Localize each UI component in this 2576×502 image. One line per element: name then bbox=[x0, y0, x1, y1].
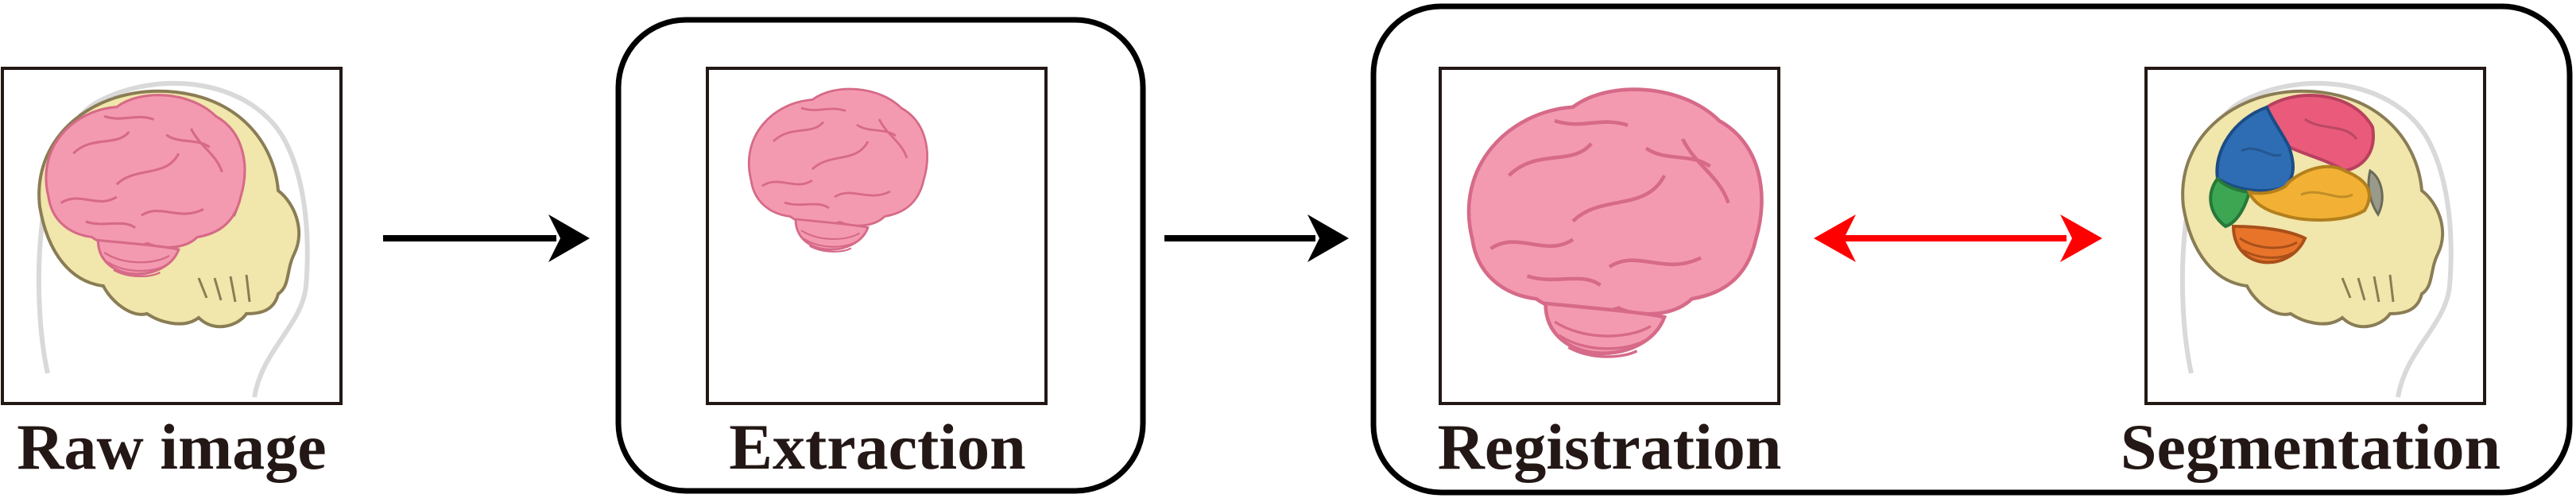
registration-label: Registration bbox=[1438, 411, 1782, 483]
arrow-right-icon bbox=[383, 214, 590, 262]
segmented-brain-icon bbox=[2209, 94, 2375, 265]
double-arrow-icon bbox=[1814, 214, 2102, 262]
raw-image-label: Raw image bbox=[17, 411, 326, 483]
raw-image-panel bbox=[1, 67, 343, 405]
registration-segmentation-panel bbox=[1370, 3, 2573, 496]
extraction-panel bbox=[615, 17, 1146, 494]
arrow-right-icon bbox=[1164, 214, 1349, 262]
segmentation-label: Segmentation bbox=[2121, 411, 2500, 483]
extraction-label: Extraction bbox=[729, 411, 1025, 483]
